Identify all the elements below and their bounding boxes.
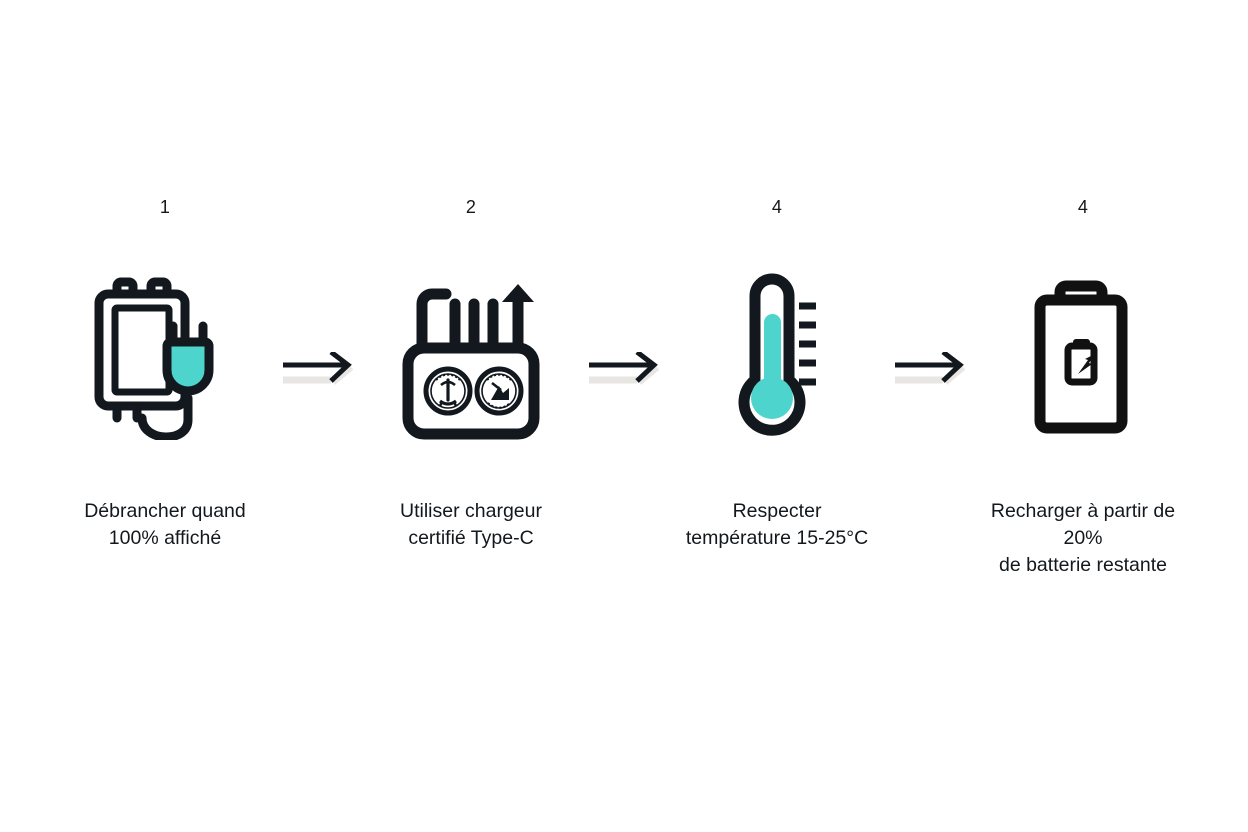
step-caption-4: Recharger à partir de 20% de batterie re… <box>990 500 1176 576</box>
arrow-step-2-to-3 <box>578 196 670 392</box>
process-step-4: 4 Recharger à partir de 20% de batterie … <box>976 196 1190 579</box>
thermometer-icon <box>687 264 867 446</box>
arrow-step-1-to-2 <box>272 196 364 392</box>
step-caption-3: Respecter température 15-25°C <box>685 500 869 549</box>
step-number-4: 4 <box>1077 197 1089 217</box>
process-step-2: 2 <box>364 196 578 552</box>
step-caption-1: Débrancher quand 100% affiché <box>84 500 246 549</box>
step-number-1: 1 <box>159 197 171 217</box>
step-number-2: 2 <box>465 197 477 217</box>
battery-charging-icon <box>993 264 1173 446</box>
process-flow: 1 <box>0 196 1248 579</box>
certified-charger-icon <box>381 264 561 446</box>
charger-plug-icon <box>75 264 255 446</box>
arrow-step-3-to-4 <box>884 196 976 392</box>
process-step-3: 4 Respect <box>670 196 884 552</box>
step-caption-2: Utiliser chargeur certifié Type-C <box>400 500 542 549</box>
step-number-3: 4 <box>771 197 783 217</box>
process-step-1: 1 <box>58 196 272 552</box>
